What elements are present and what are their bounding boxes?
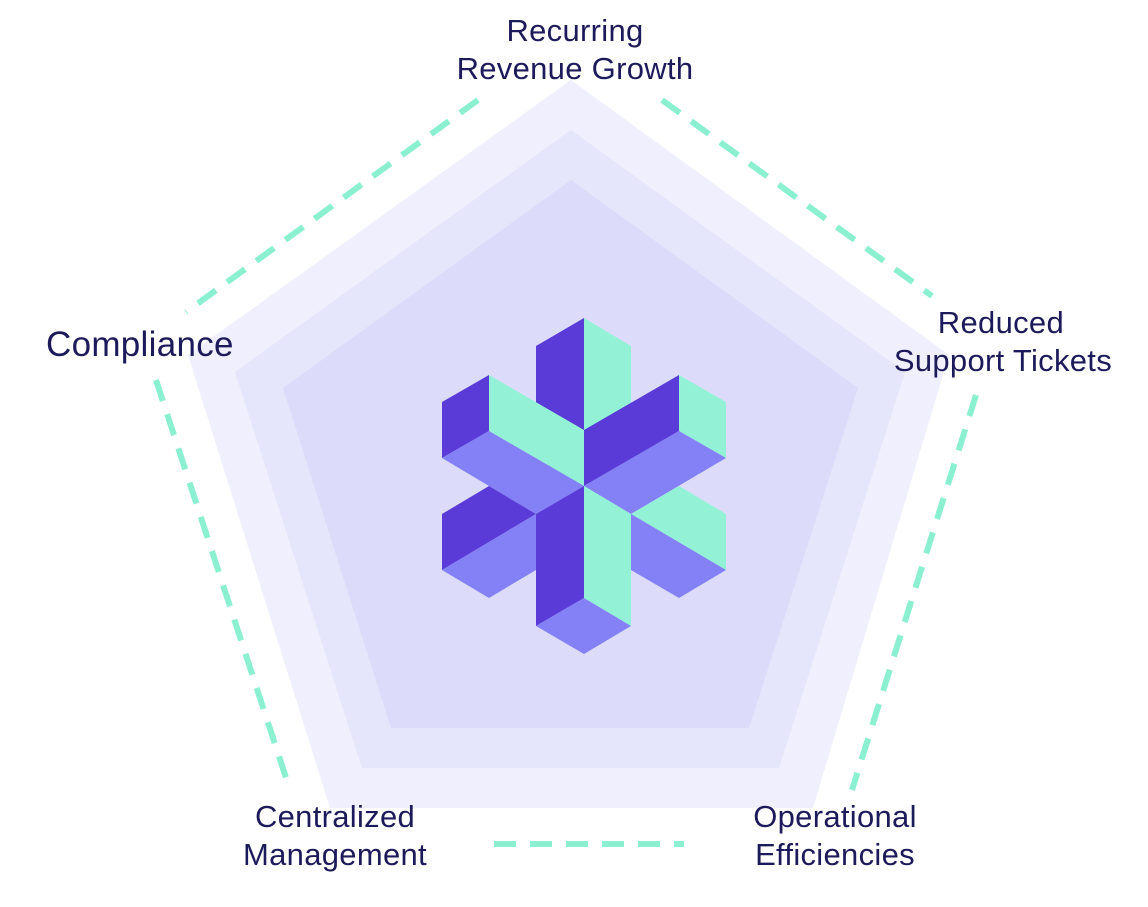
- label-upper-right-line-2: Support Tickets: [893, 343, 1112, 378]
- dashed-edge-top-right: [660, 97, 934, 299]
- logo-bottom-arm-light: [536, 598, 631, 654]
- logo-ul-arm-light: [442, 431, 584, 514]
- label-operational-efficiencies: Operational Efficiencies: [700, 798, 970, 874]
- label-lower-left-line-1: Centralized: [254, 799, 416, 834]
- dashed-edge-top-left: [184, 97, 480, 315]
- snowflake-cube-logo-icon: [442, 318, 726, 654]
- logo-lr-arm-light: [631, 514, 726, 598]
- logo-ur-arm-light: [584, 431, 726, 514]
- label-compliance: Compliance: [46, 326, 234, 364]
- logo-ul-arm-mint: [489, 375, 584, 486]
- logo-ur-arm-dark: [584, 375, 679, 486]
- dashed-outline: [153, 97, 979, 847]
- dashed-edge-right: [849, 394, 979, 791]
- logo-ur-arm-mint: [679, 375, 726, 458]
- label-lower-right-line-2: Efficiencies: [755, 837, 915, 872]
- logo-ll-arm-dark: [442, 486, 536, 570]
- logo-bottom-arm-dark: [536, 486, 584, 626]
- logo-ll-arm-light: [442, 514, 536, 598]
- label-lower-right-line-1: Operational: [753, 799, 917, 834]
- label-top-line-2: Revenue Growth: [456, 51, 694, 86]
- label-lower-left-line-2: Management: [243, 837, 427, 872]
- logo-ul-arm-dark: [442, 375, 489, 458]
- logo-lr-arm-mint: [631, 486, 726, 570]
- label-reduced-support-tickets: Reduced Support Tickets: [840, 304, 1112, 380]
- label-centralized-management: Centralized Management: [200, 798, 470, 874]
- label-upper-right-line-1: Reduced: [937, 305, 1064, 340]
- label-recurring-revenue-growth: Recurring Revenue Growth: [430, 12, 720, 88]
- label-top-line-1: Recurring: [506, 13, 644, 48]
- label-upper-left-line-1: Compliance: [46, 325, 234, 364]
- logo-bottom-arm-mint: [584, 486, 631, 626]
